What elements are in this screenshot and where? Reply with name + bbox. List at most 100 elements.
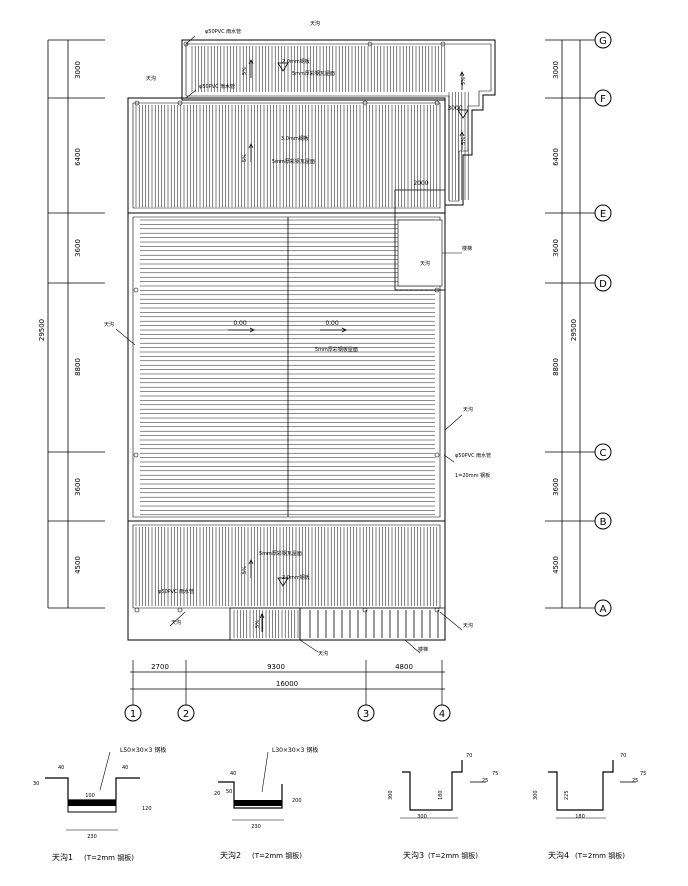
label-bot-edge-l: 天沟: [171, 619, 181, 626]
leader-line: [404, 639, 421, 654]
drain-circle: [434, 100, 440, 106]
bottom-dim-1: 2700: [151, 663, 169, 671]
d1-dim-a: 40: [58, 765, 64, 771]
leader-line: [185, 89, 197, 99]
drain-circle: [133, 452, 139, 458]
right-dim-5: 3600: [552, 478, 560, 496]
label-dim-2000: 2000: [413, 180, 428, 187]
axis-c: C: [600, 448, 607, 459]
level-marker: [457, 109, 469, 119]
label-mid-note: 3.0mm钢板: [281, 135, 309, 142]
slope-arrowhead: [248, 59, 254, 65]
slope-arrowhead: [459, 71, 465, 77]
label-arrow-left: 0.00: [233, 320, 247, 327]
right-dim-4: 8800: [552, 358, 560, 376]
level-marker: [277, 577, 289, 587]
axis-3: 3: [363, 709, 369, 720]
label-stair: 天沟: [420, 260, 430, 267]
detail-section-3: 300 300 180 70 25 75 天沟3 (T=2mm 钢板): [388, 753, 498, 860]
drain-circle: [133, 287, 139, 293]
d2-note: (T=2mm 钢板): [252, 851, 302, 860]
label-center-roof: 5mm厚彩钢板屋面: [315, 346, 358, 353]
label-bot-edge-r: 天沟: [463, 622, 473, 629]
flow-arrowhead: [341, 327, 347, 333]
drain-circle: [434, 452, 440, 458]
d1-dim-b: 40: [122, 765, 128, 771]
slope-arrowhead: [248, 143, 254, 149]
drain-circle: [434, 607, 440, 613]
drain-circle: [134, 607, 140, 613]
d3-dim-d: 70: [466, 753, 472, 759]
d2-plate: [234, 800, 282, 806]
drain-circle: [134, 100, 140, 106]
f-roof-inner: [132, 102, 441, 209]
level-marker: [277, 62, 289, 72]
slope-arrowhead: [459, 131, 465, 137]
d4-title: 天沟4: [548, 850, 569, 860]
slope-4: 5%: [242, 154, 248, 162]
detail-section-2: 40 200 50 230 20 L30×30×3 钢板 天沟2 (T=2mm …: [214, 746, 318, 860]
right-total-dim: 29500: [570, 319, 578, 341]
drain-circle: [362, 100, 368, 106]
bottom-dimension-chain: 2700 9300 4800 16000: [130, 663, 445, 690]
d3-dim-b: 300: [417, 814, 427, 820]
d1-dim-d: 120: [142, 806, 152, 812]
center-outline: [127, 212, 446, 522]
d2-dim-a: 40: [230, 771, 236, 777]
label-left-edge: 天沟: [104, 321, 114, 328]
slope-arrowhead: [248, 559, 254, 565]
right-dim-1: 3000: [552, 61, 560, 79]
left-dim-2: 6400: [74, 148, 82, 166]
d4-dim-e: 25: [632, 778, 638, 784]
label-bot-note: 2.0mm钢板: [282, 574, 310, 581]
d1-dim-f: 30: [33, 781, 39, 787]
bottom-dim-3: 4800: [395, 663, 413, 671]
axis-1: 1: [130, 709, 136, 720]
left-dim-4: 8800: [74, 358, 82, 376]
left-dimension-chain: 29500 3000 6400 3600 8800 3600 4500: [38, 40, 82, 608]
label-bot-edge-m: 天沟: [318, 650, 328, 657]
d3-dim-f: 75: [492, 771, 498, 777]
leader-line: [439, 611, 463, 631]
d2-leader: [261, 751, 269, 793]
d2-dim-b: 200: [292, 798, 302, 804]
drain-circle: [440, 41, 446, 47]
detail-section-4: 300 225 180 70 25 75 天沟4 (T=2mm 钢板): [533, 753, 646, 860]
d2-title: 天沟2: [220, 850, 241, 860]
label-bot-gutter: φ50PVC 雨水管: [158, 588, 194, 595]
drain-circle: [177, 607, 183, 613]
bottom-total-dim: 16000: [276, 680, 298, 688]
d2-dim-e: 20: [214, 791, 220, 797]
d3-dim-a: 300: [388, 790, 394, 800]
slope-1: 5%: [242, 67, 248, 75]
label-right-edge: 天沟: [463, 406, 473, 413]
d4-dim-a: 300: [533, 790, 539, 800]
right-dim-2: 6400: [552, 148, 560, 166]
axis-2: 2: [183, 709, 189, 720]
label-mid-roof: 5mm厚彩钢瓦屋面: [272, 158, 315, 165]
slope-6: 5%: [255, 620, 261, 628]
d4-dim-f: 75: [640, 771, 646, 777]
d2-lead: L30×30×3 钢板: [272, 746, 318, 754]
axis-number-bubbles: 1 2 3 4: [124, 704, 451, 722]
slope-arrowhead: [259, 613, 265, 619]
opening-fill: [397, 219, 443, 287]
leader-line: [115, 328, 136, 346]
axis-letter-bubbles: G F E D C B A: [594, 31, 612, 617]
d3-profile: [402, 760, 463, 811]
d1-dim-c: 100: [85, 793, 95, 799]
label-top-gutter: φ50PVC 雨水管: [205, 28, 241, 35]
bottom-dim-2: 9300: [267, 663, 285, 671]
drain-circle: [183, 41, 189, 47]
d3-dim-e: 25: [482, 778, 488, 784]
d1-dim-e: 230: [87, 834, 97, 840]
d1-plate: [68, 800, 116, 806]
left-total-dim: 29500: [38, 319, 46, 341]
axis-e: E: [600, 209, 606, 220]
d1-note: (T=2mm 钢板): [84, 853, 134, 862]
label-top-edge: 天沟: [310, 20, 320, 27]
detail-section-1: 40 40 100 120 230 30 L50×30×3 钢板 天沟1 (T=…: [33, 746, 166, 862]
right-dim-3: 3600: [552, 239, 560, 257]
left-dim-6: 4500: [74, 556, 82, 574]
